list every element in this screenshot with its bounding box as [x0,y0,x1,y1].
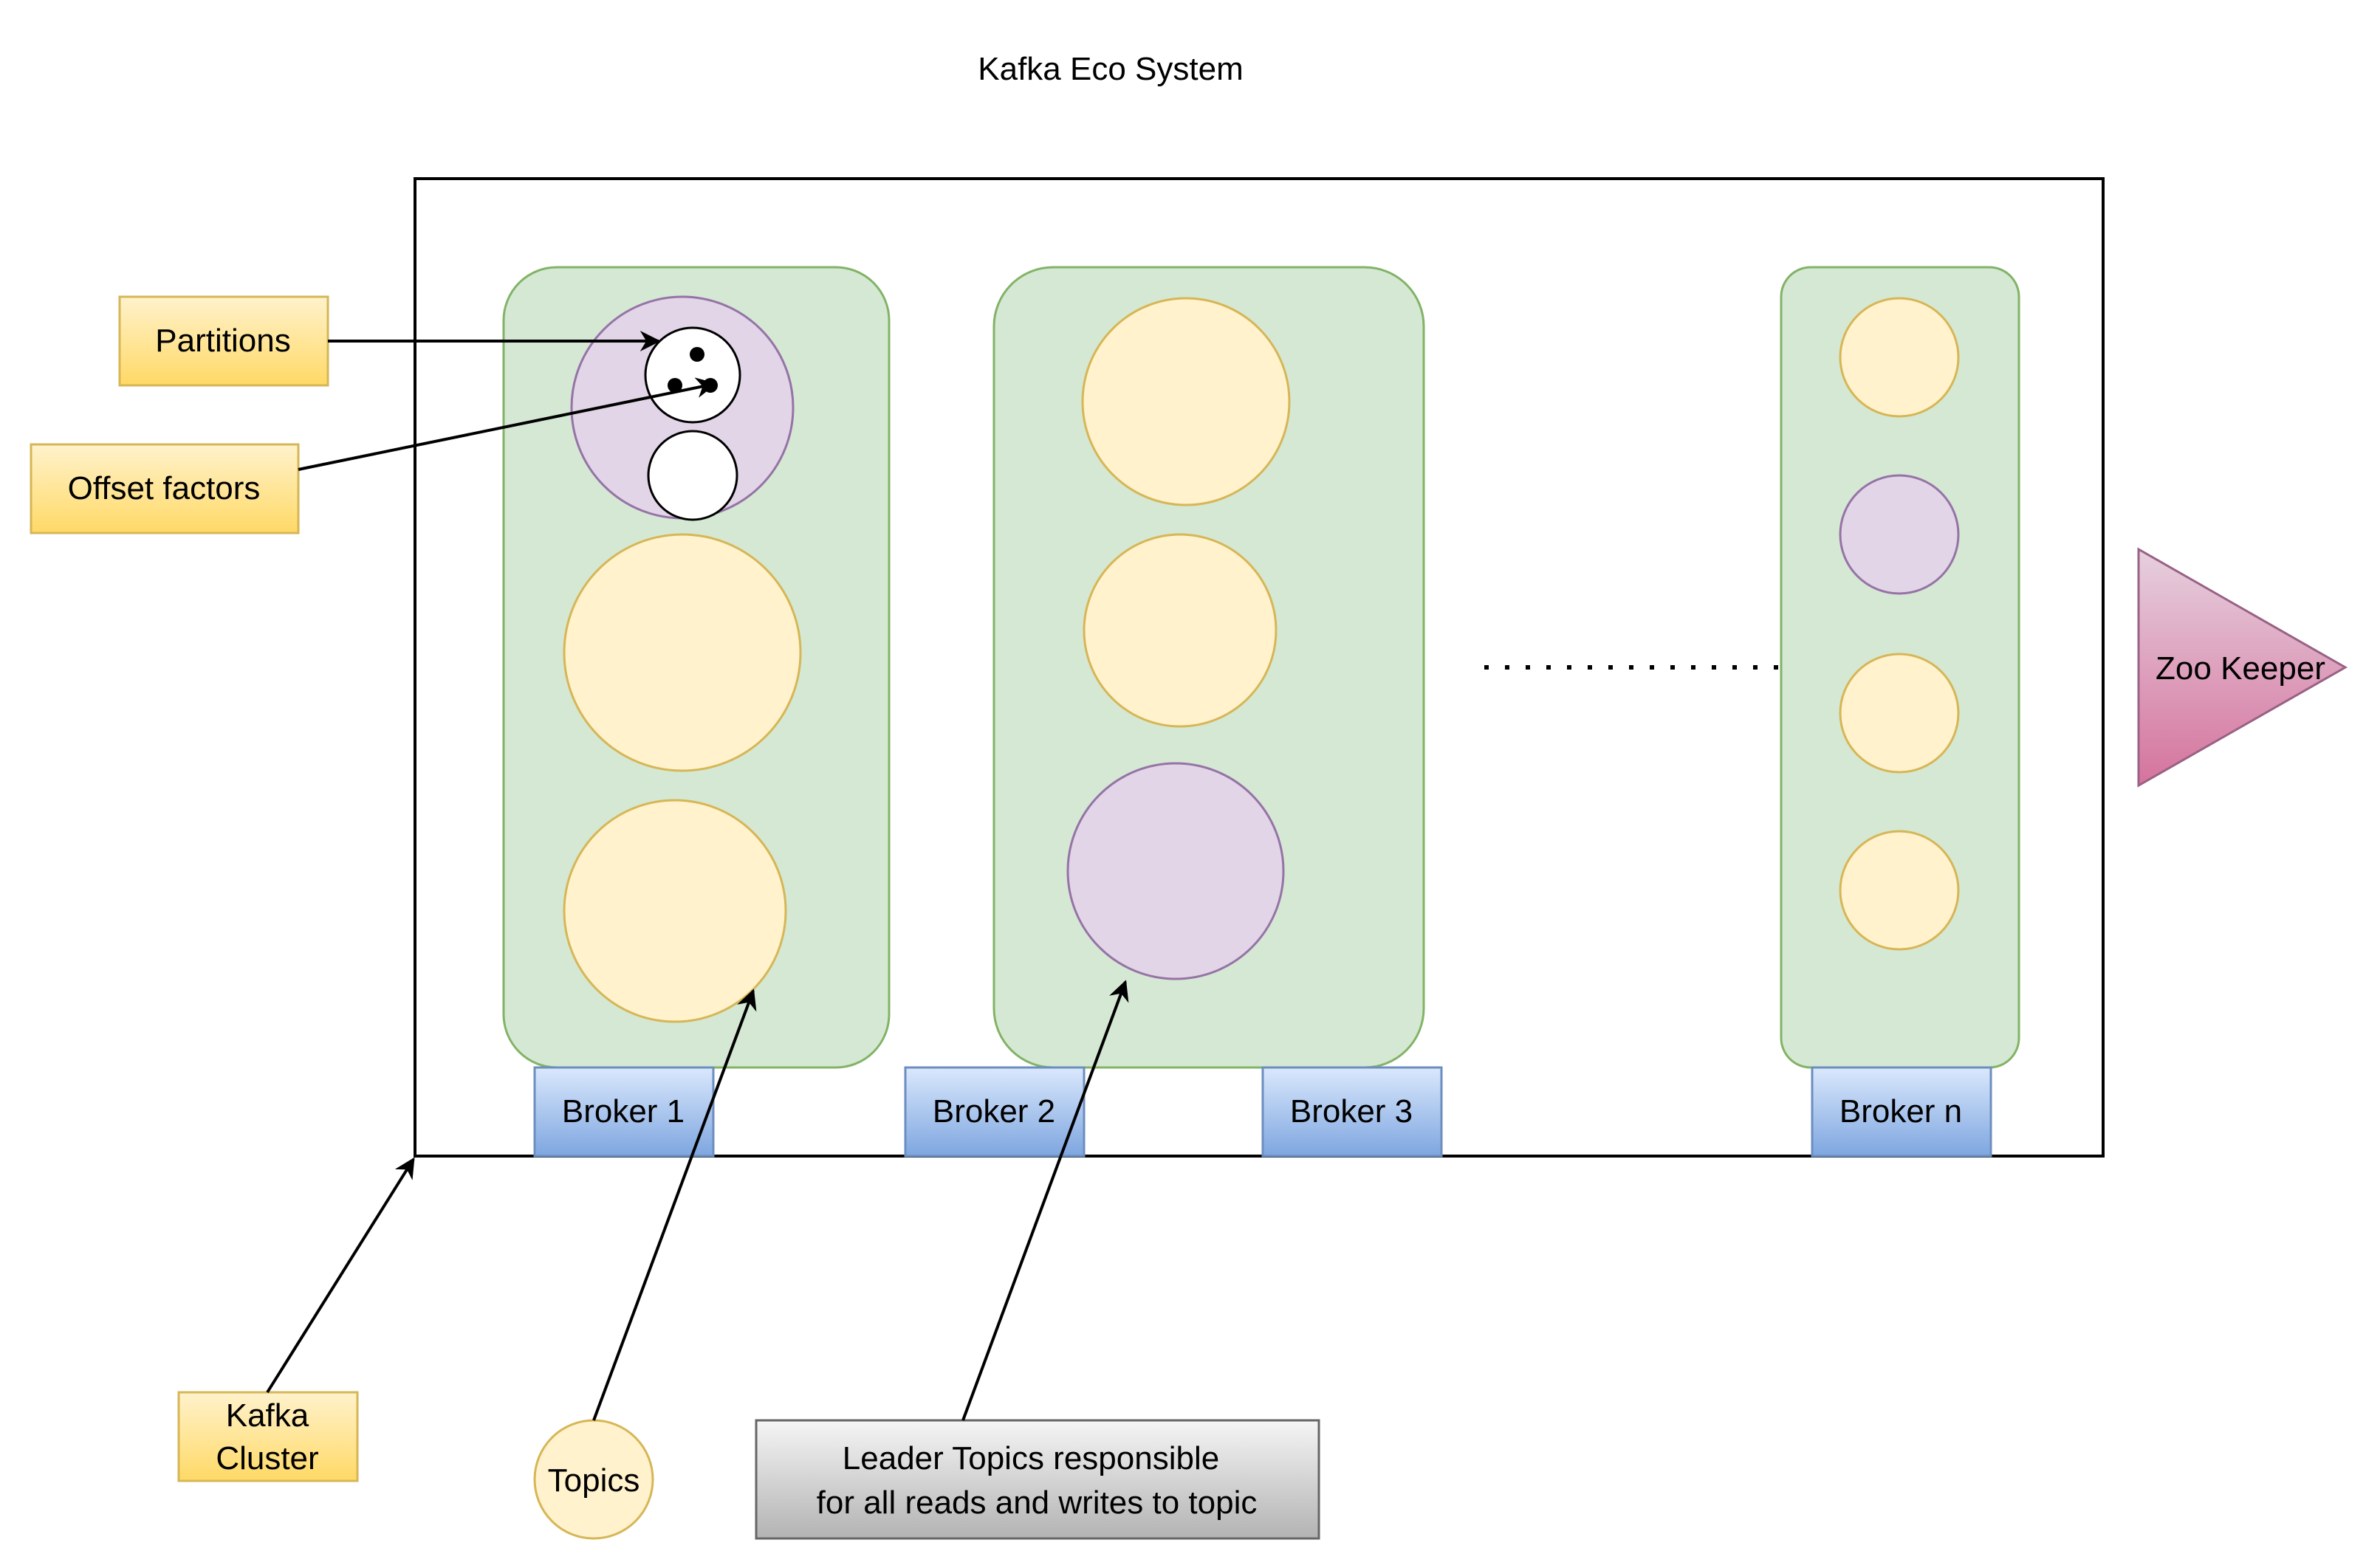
broker-2-topic-2 [1083,533,1278,728]
partitions-callout: Partitions [118,295,329,387]
broker-3-tag: Broker 3 [1261,1066,1443,1158]
kafka-cluster-label-line2: Cluster [216,1440,318,1476]
diagram-title: Kafka Eco System [978,51,1243,87]
offset-factors-callout: Offset factors [30,443,300,534]
leader-topics-label-line2: for all reads and writes to topic [817,1485,1258,1521]
offset-factors-label: Offset factors [68,470,261,506]
topics-arrow [592,988,757,1421]
broker-n-leader-topic [1839,474,1960,595]
broker-n-topic-1 [1839,297,1960,418]
leader-topics-label-line1: Leader Topics responsible [843,1440,1219,1476]
kafka-cluster-label-line1: Kafka [226,1397,309,1434]
kafka-cluster-callout: Kafka Cluster [177,1391,359,1482]
leader-topics-arrow [961,980,1129,1421]
broker-2-topic-1 [1081,297,1291,506]
offset-dot [668,378,682,393]
zookeeper-label: Zoo Keeper [2156,650,2325,687]
broker-1-topic-3 [563,799,787,1023]
partition-1 [644,326,741,424]
broker-n-label: Broker n [1839,1093,1962,1129]
kafka-cluster-box [414,177,2105,1158]
topics-callout: Topics [533,1419,654,1540]
broker-1-label: Broker 1 [562,1093,685,1129]
broker-3-label: Broker 3 [1290,1093,1413,1129]
offset-dot [690,347,704,362]
broker-2-tag: Broker 2 [904,1066,1086,1158]
topics-label: Topics [548,1462,640,1499]
broker-n-tag: Broker n [1811,1066,1992,1158]
zookeeper-node: Zoo Keeper [2137,547,2348,788]
partitions-label: Partitions [155,323,290,359]
leader-topics-callout: Leader Topics responsible for all reads … [755,1419,1320,1540]
broker-n-topic-3 [1839,653,1960,774]
broker-1-topic-2 [563,533,802,772]
broker-2-leader-topic [1066,762,1285,980]
kafka-cluster-arrow [266,1157,415,1394]
broker-n-topic-4 [1839,830,1960,951]
broker-1-tag: Broker 1 [533,1066,715,1158]
offset-factors-arrow [298,377,717,471]
partition-2 [647,430,738,521]
broker-2-label: Broker 2 [933,1093,1055,1129]
